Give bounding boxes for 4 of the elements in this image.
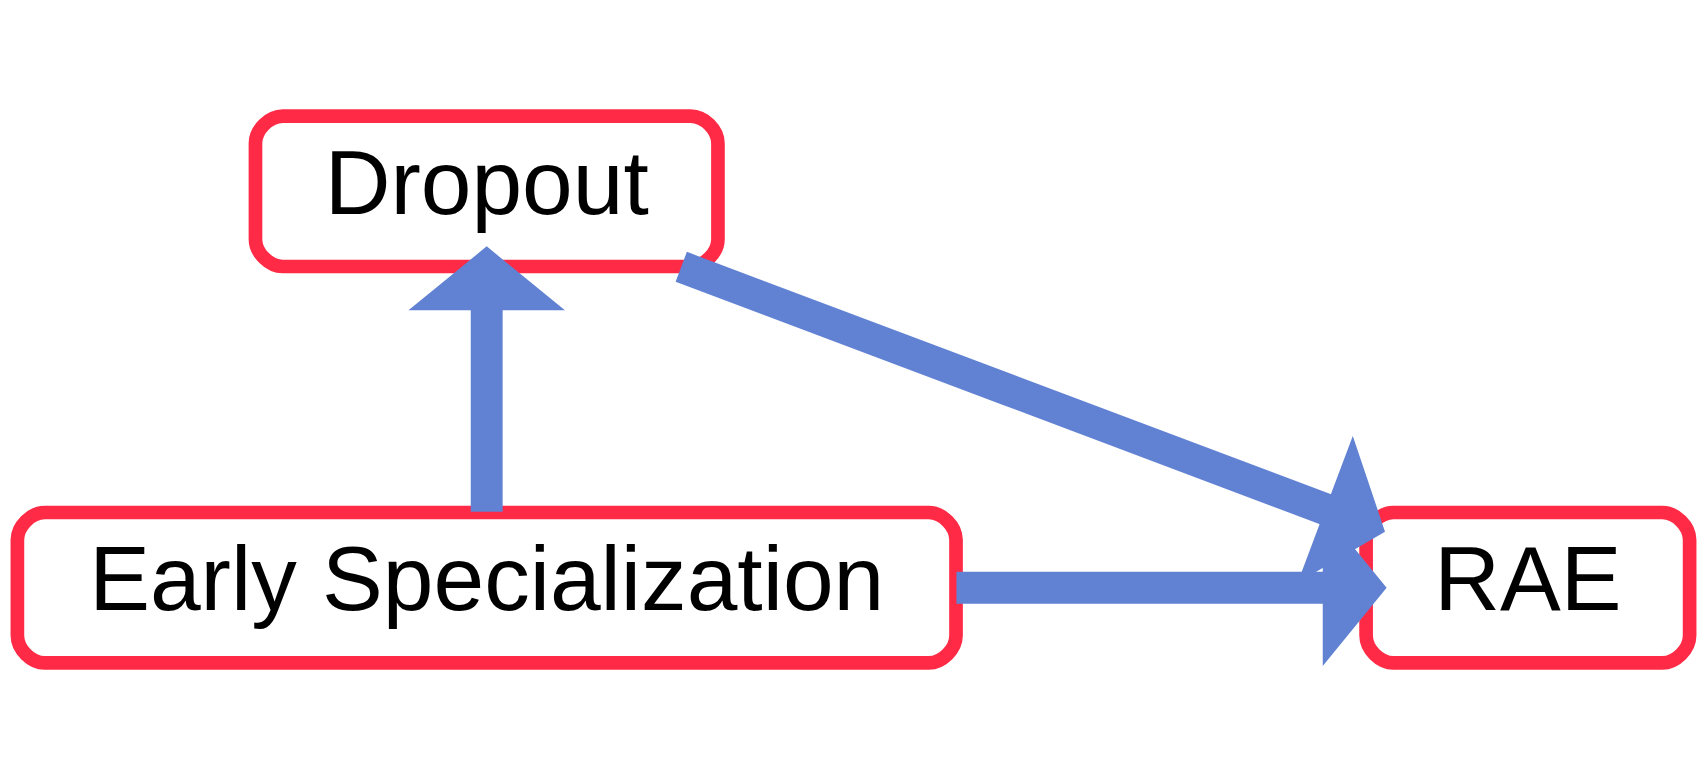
arrow: [408, 246, 565, 512]
node-box: Dropout: [248, 109, 725, 274]
node-box: RAE: [1359, 505, 1697, 670]
node-box: Early Specialization: [10, 505, 963, 670]
